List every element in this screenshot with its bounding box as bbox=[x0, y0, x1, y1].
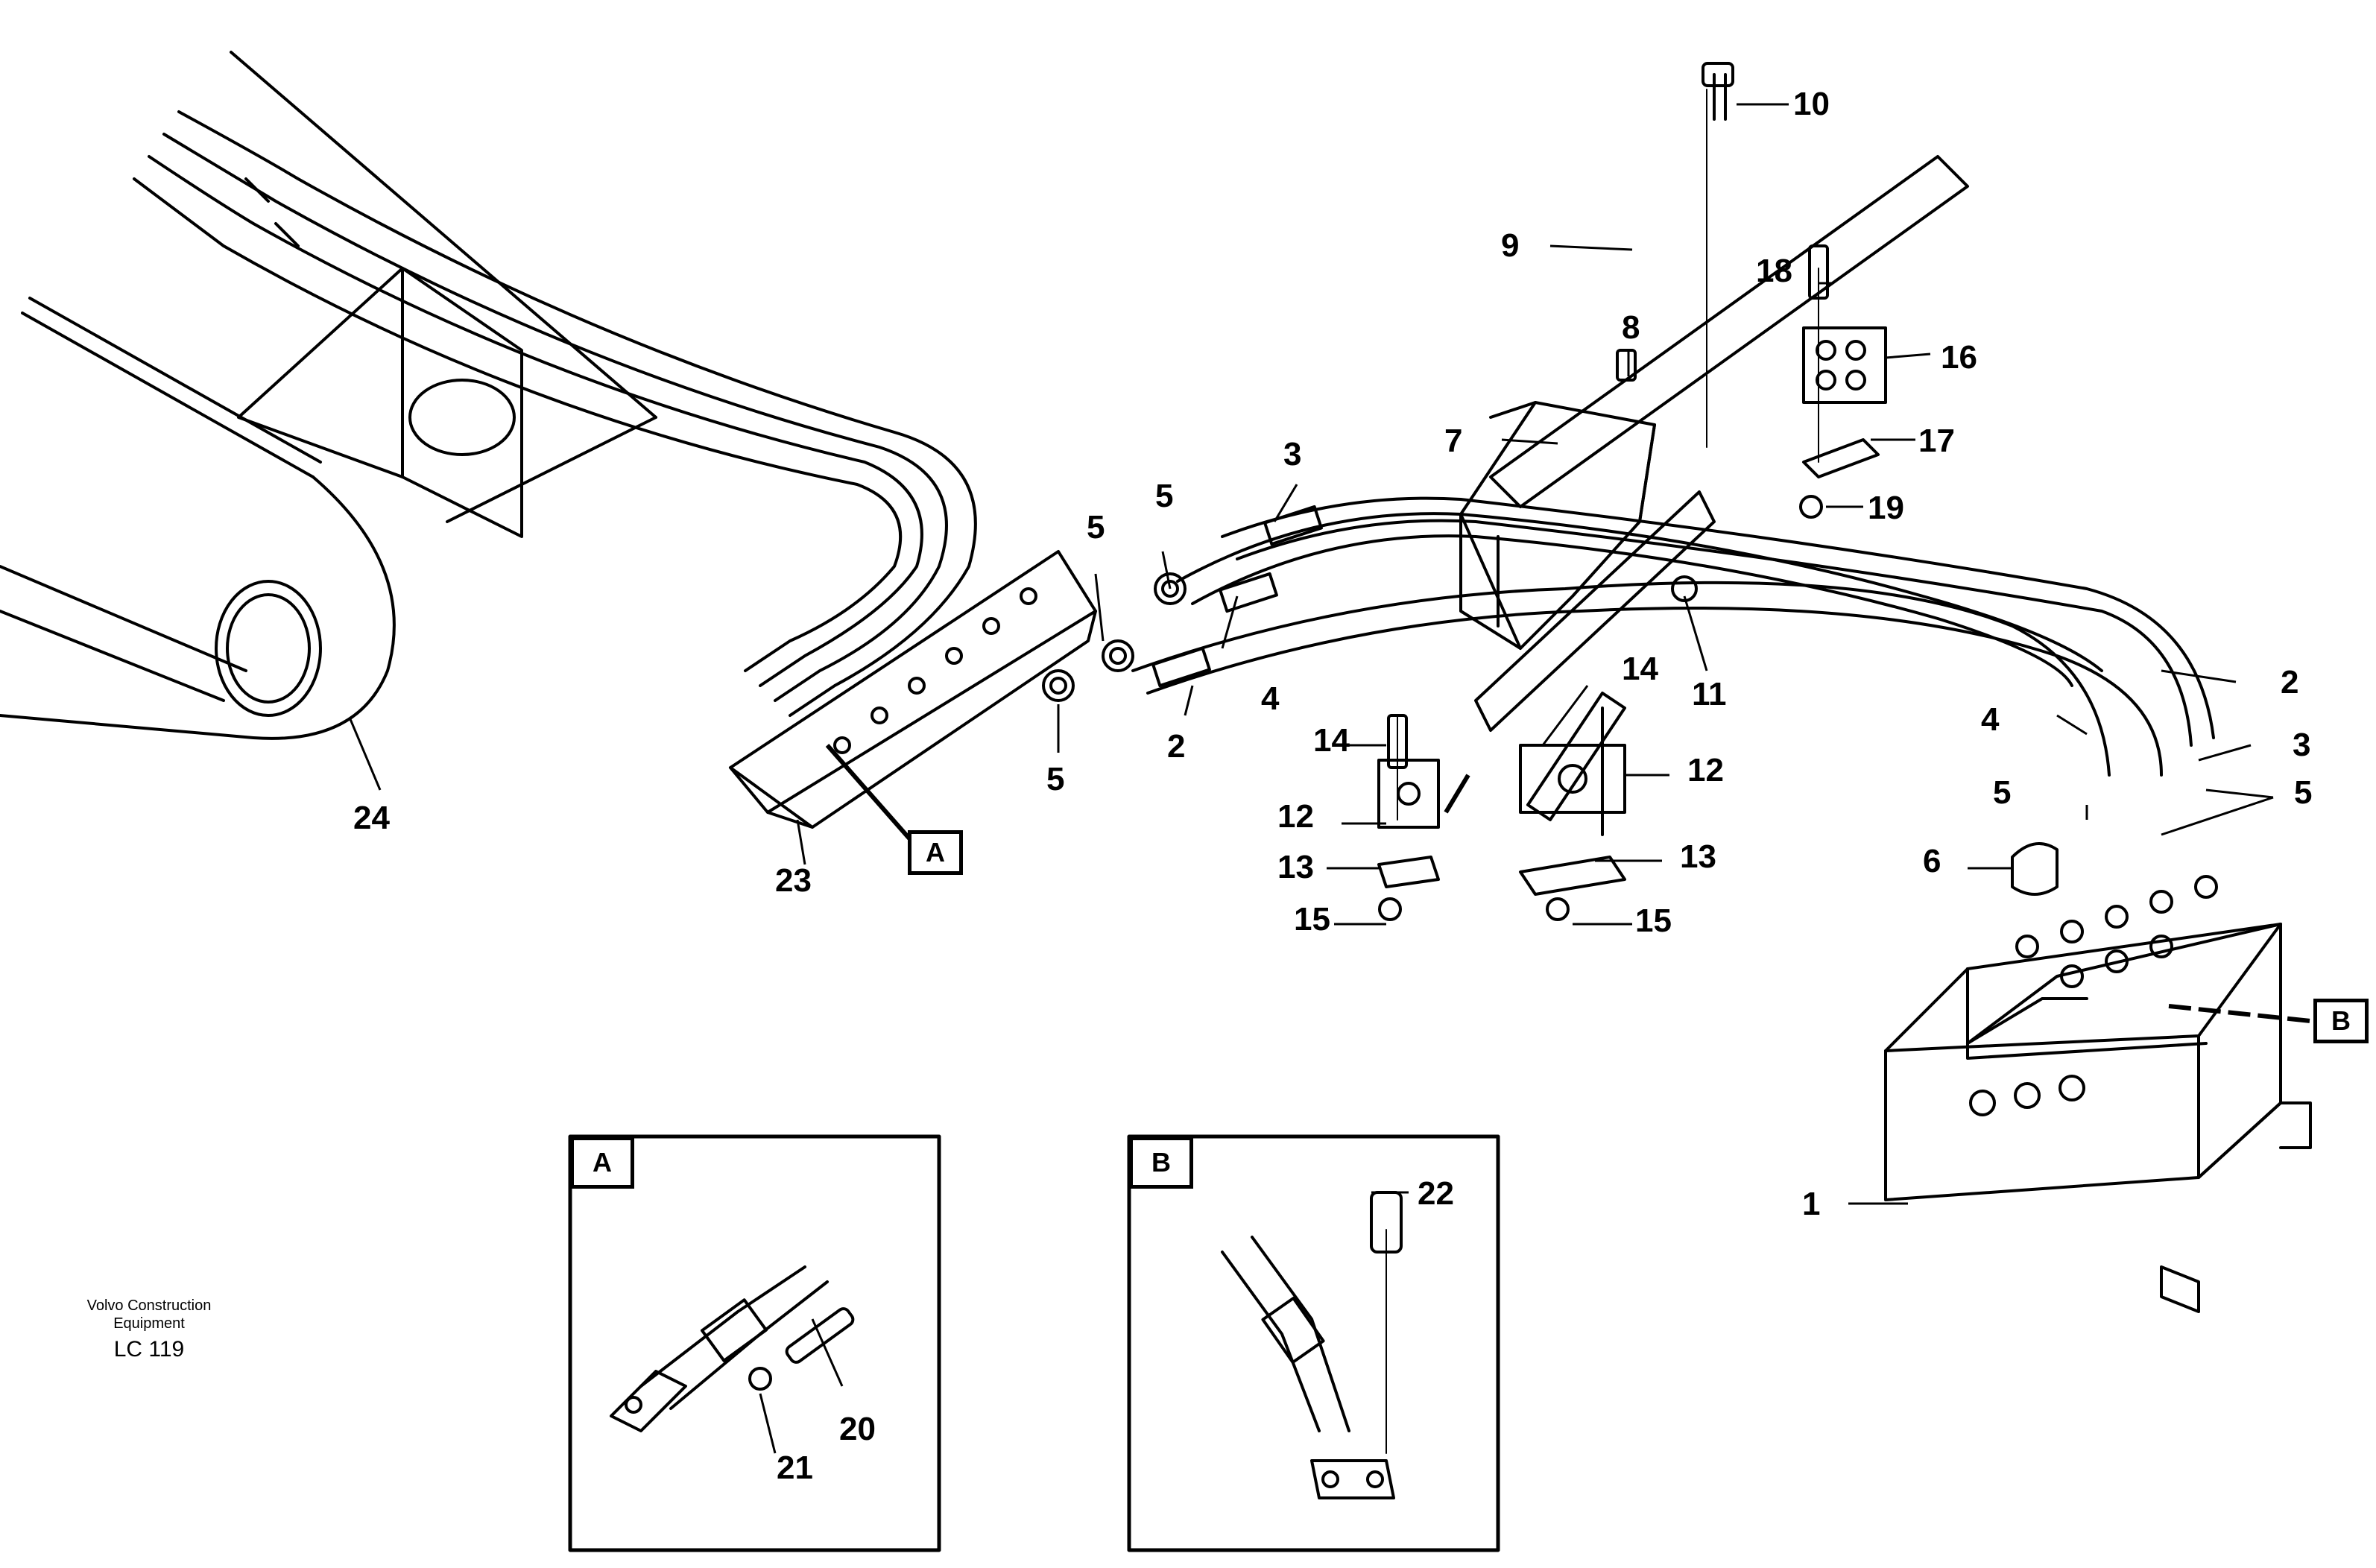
callout-4: 4 bbox=[1261, 680, 1280, 717]
callout-10: 10 bbox=[1793, 86, 1830, 122]
publisher-caption: Volvo Construction Equipment LC 119 bbox=[60, 1297, 238, 1362]
detail-b-label: B bbox=[1129, 1137, 1193, 1189]
callout-14: 14 bbox=[1622, 651, 1658, 687]
hose-bracket bbox=[1459, 62, 1969, 732]
detail-a-contents bbox=[610, 1265, 855, 1432]
callout-8: 8 bbox=[1622, 309, 1640, 346]
flange-6 bbox=[2011, 842, 2059, 896]
callout-12: 12 bbox=[1687, 752, 1724, 788]
callout-14: 14 bbox=[1313, 722, 1350, 759]
control-valve bbox=[1884, 875, 2312, 1313]
callout-18: 18 bbox=[1756, 253, 1792, 289]
callout-19: 19 bbox=[1868, 490, 1904, 526]
callout-3: 3 bbox=[1283, 436, 1302, 472]
distribution-block bbox=[729, 550, 1097, 829]
callout-1: 1 bbox=[1802, 1186, 1821, 1222]
callout-7: 7 bbox=[1444, 423, 1463, 459]
callout-2: 2 bbox=[1167, 728, 1186, 765]
callout-5: 5 bbox=[1155, 478, 1174, 514]
callout-20: 20 bbox=[839, 1411, 876, 1447]
publisher-name-line2: Equipment bbox=[113, 1315, 185, 1332]
callout-13: 13 bbox=[1680, 838, 1716, 875]
callout-17: 17 bbox=[1918, 423, 1955, 459]
callout-23: 23 bbox=[775, 862, 812, 899]
publisher-name-line1: Volvo Construction bbox=[86, 1297, 212, 1314]
clamp-stack-upper-right bbox=[1799, 244, 1887, 519]
drawing-code: LC 119 bbox=[113, 1337, 185, 1362]
detail-b-marker: B bbox=[2313, 999, 2369, 1043]
callout-5: 5 bbox=[2294, 774, 2313, 811]
callout-9: 9 bbox=[1501, 227, 1520, 264]
detail-b-contents bbox=[1221, 1191, 1403, 1499]
detail-a-marker: A bbox=[908, 830, 963, 875]
callout-4: 4 bbox=[1981, 701, 2000, 738]
callout-5: 5 bbox=[1087, 509, 1105, 546]
callout-15: 15 bbox=[1294, 901, 1330, 938]
callout-11: 11 bbox=[1692, 676, 1727, 712]
callout-3: 3 bbox=[2293, 727, 2311, 763]
hose-bundle bbox=[133, 110, 977, 717]
callout-21: 21 bbox=[777, 1450, 813, 1486]
callout-5: 5 bbox=[1993, 774, 2012, 811]
callout-16: 16 bbox=[1941, 339, 1977, 376]
callout-6: 6 bbox=[1923, 843, 1941, 879]
callout-2: 2 bbox=[2281, 664, 2299, 701]
callout-12: 12 bbox=[1277, 798, 1314, 835]
detail-a-frame bbox=[568, 1134, 941, 1552]
detail-b-frame bbox=[1127, 1134, 1500, 1552]
callout-22: 22 bbox=[1418, 1175, 1454, 1212]
callout-15: 15 bbox=[1635, 902, 1672, 939]
hose-set bbox=[1042, 496, 2215, 777]
callout-13: 13 bbox=[1277, 849, 1314, 885]
detail-a-label: A bbox=[570, 1137, 634, 1189]
callout-24: 24 bbox=[353, 800, 390, 836]
clamp-stack-right bbox=[1519, 692, 1626, 921]
callout-5: 5 bbox=[1046, 761, 1065, 797]
clamp-stack-left bbox=[1377, 714, 1440, 921]
boom-arm bbox=[0, 51, 657, 740]
